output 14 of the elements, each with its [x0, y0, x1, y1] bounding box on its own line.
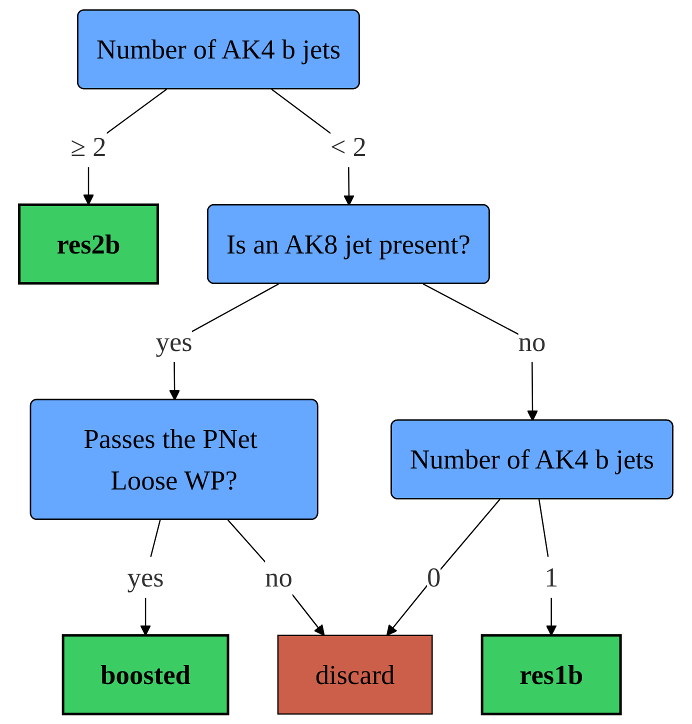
node-box: res2b — [18, 203, 159, 285]
edge-label: yes — [156, 326, 192, 358]
edge-label: no — [265, 562, 293, 593]
node-box: discard — [277, 634, 433, 715]
node-box: res1b — [480, 634, 622, 716]
edge-label: ≥ 2 — [70, 131, 106, 162]
edge-label: 1 — [544, 562, 558, 593]
node-box: boosted — [62, 634, 230, 716]
edge-label: < 2 — [330, 131, 366, 162]
edge-label: 0 — [426, 562, 441, 593]
arrow — [227, 520, 325, 636]
edge-label: yes — [127, 562, 164, 593]
edge-label: no — [518, 326, 546, 358]
arrow — [386, 498, 500, 636]
